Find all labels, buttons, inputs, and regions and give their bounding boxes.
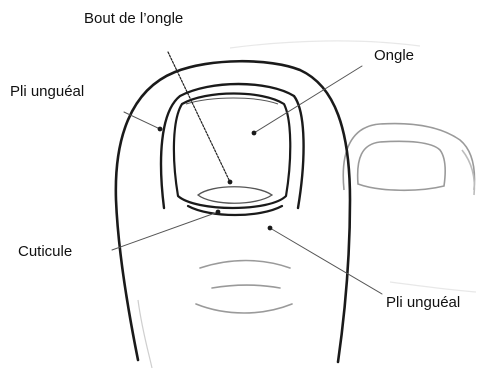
background-strokes (230, 41, 476, 292)
label-nail-fold-left: Pli unguéal (10, 83, 84, 101)
label-nail: Ongle (374, 47, 414, 65)
label-cuticle: Cuticule (18, 243, 72, 261)
leader-nail (254, 66, 362, 133)
cuticle-crescent (198, 187, 272, 204)
label-nail-tip: Bout de l’ongle (84, 10, 183, 28)
dot-fold-right (268, 226, 273, 231)
dot-cuticle (216, 210, 221, 215)
dot-fold-left (158, 127, 163, 132)
toe-lower-left (138, 300, 152, 368)
label-nail-fold-right: Pli unguéal (386, 294, 460, 312)
neighbor-toe (343, 124, 474, 195)
knuckle-creases (196, 261, 292, 314)
dot-nail-tip (228, 180, 233, 185)
leader-fold-left (124, 112, 160, 129)
leader-cuticle (112, 212, 218, 250)
leader-fold-right (270, 228, 382, 294)
dot-nail (252, 131, 257, 136)
toe-outline (116, 61, 350, 362)
nail-tip-edge (186, 98, 278, 104)
leader-lines (112, 52, 382, 294)
nail-plate (174, 94, 290, 209)
